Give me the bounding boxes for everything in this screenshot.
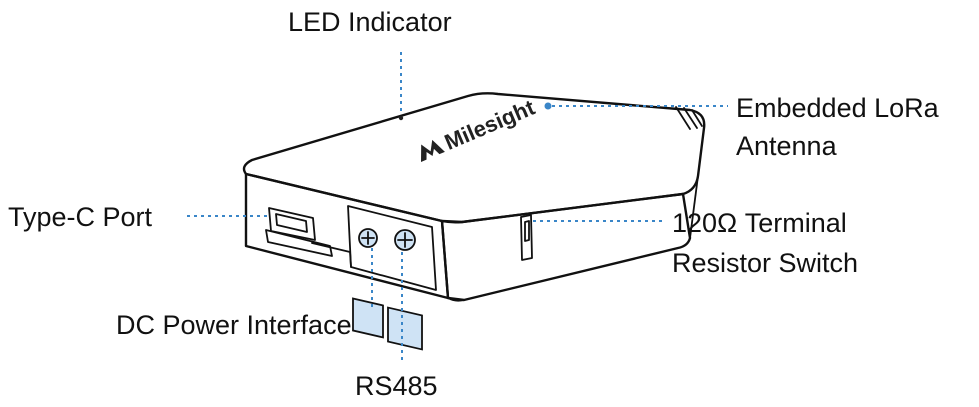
brand-logo-mark	[421, 139, 445, 162]
terminal-resistor-switch	[520, 214, 533, 261]
label-terminal-line1: 120Ω Terminal	[672, 208, 847, 238]
rs485-terminal-body	[387, 306, 423, 351]
type-c-port	[265, 207, 333, 257]
device-front-face	[244, 172, 450, 300]
dc-terminal-body	[352, 297, 384, 339]
label-antenna-line2: Antenna	[736, 131, 838, 161]
callout-labels: LED Indicator Embedded LoRa Antenna Type…	[8, 7, 940, 401]
label-led-indicator: LED Indicator	[288, 7, 452, 37]
leader-antenna-dot	[544, 102, 552, 110]
rs485-terminal	[387, 229, 423, 351]
label-antenna-line1: Embedded LoRa	[736, 93, 940, 123]
dc-power-terminal	[352, 228, 384, 339]
leader-lines	[187, 52, 728, 362]
device-right-face	[440, 192, 692, 302]
label-type-c: Type-C Port	[8, 202, 153, 232]
device-top-face	[242, 92, 706, 224]
brand-logo: Milesight	[421, 94, 539, 162]
label-terminal-line2: Resistor Switch	[672, 248, 858, 278]
brand-logo-text: Milesight	[441, 94, 539, 155]
label-dc-power: DC Power Interface	[116, 310, 352, 340]
label-rs485: RS485	[355, 371, 438, 401]
led-indicator-dot	[398, 115, 404, 121]
antenna-marks	[675, 106, 703, 130]
connector-area	[311, 205, 437, 351]
